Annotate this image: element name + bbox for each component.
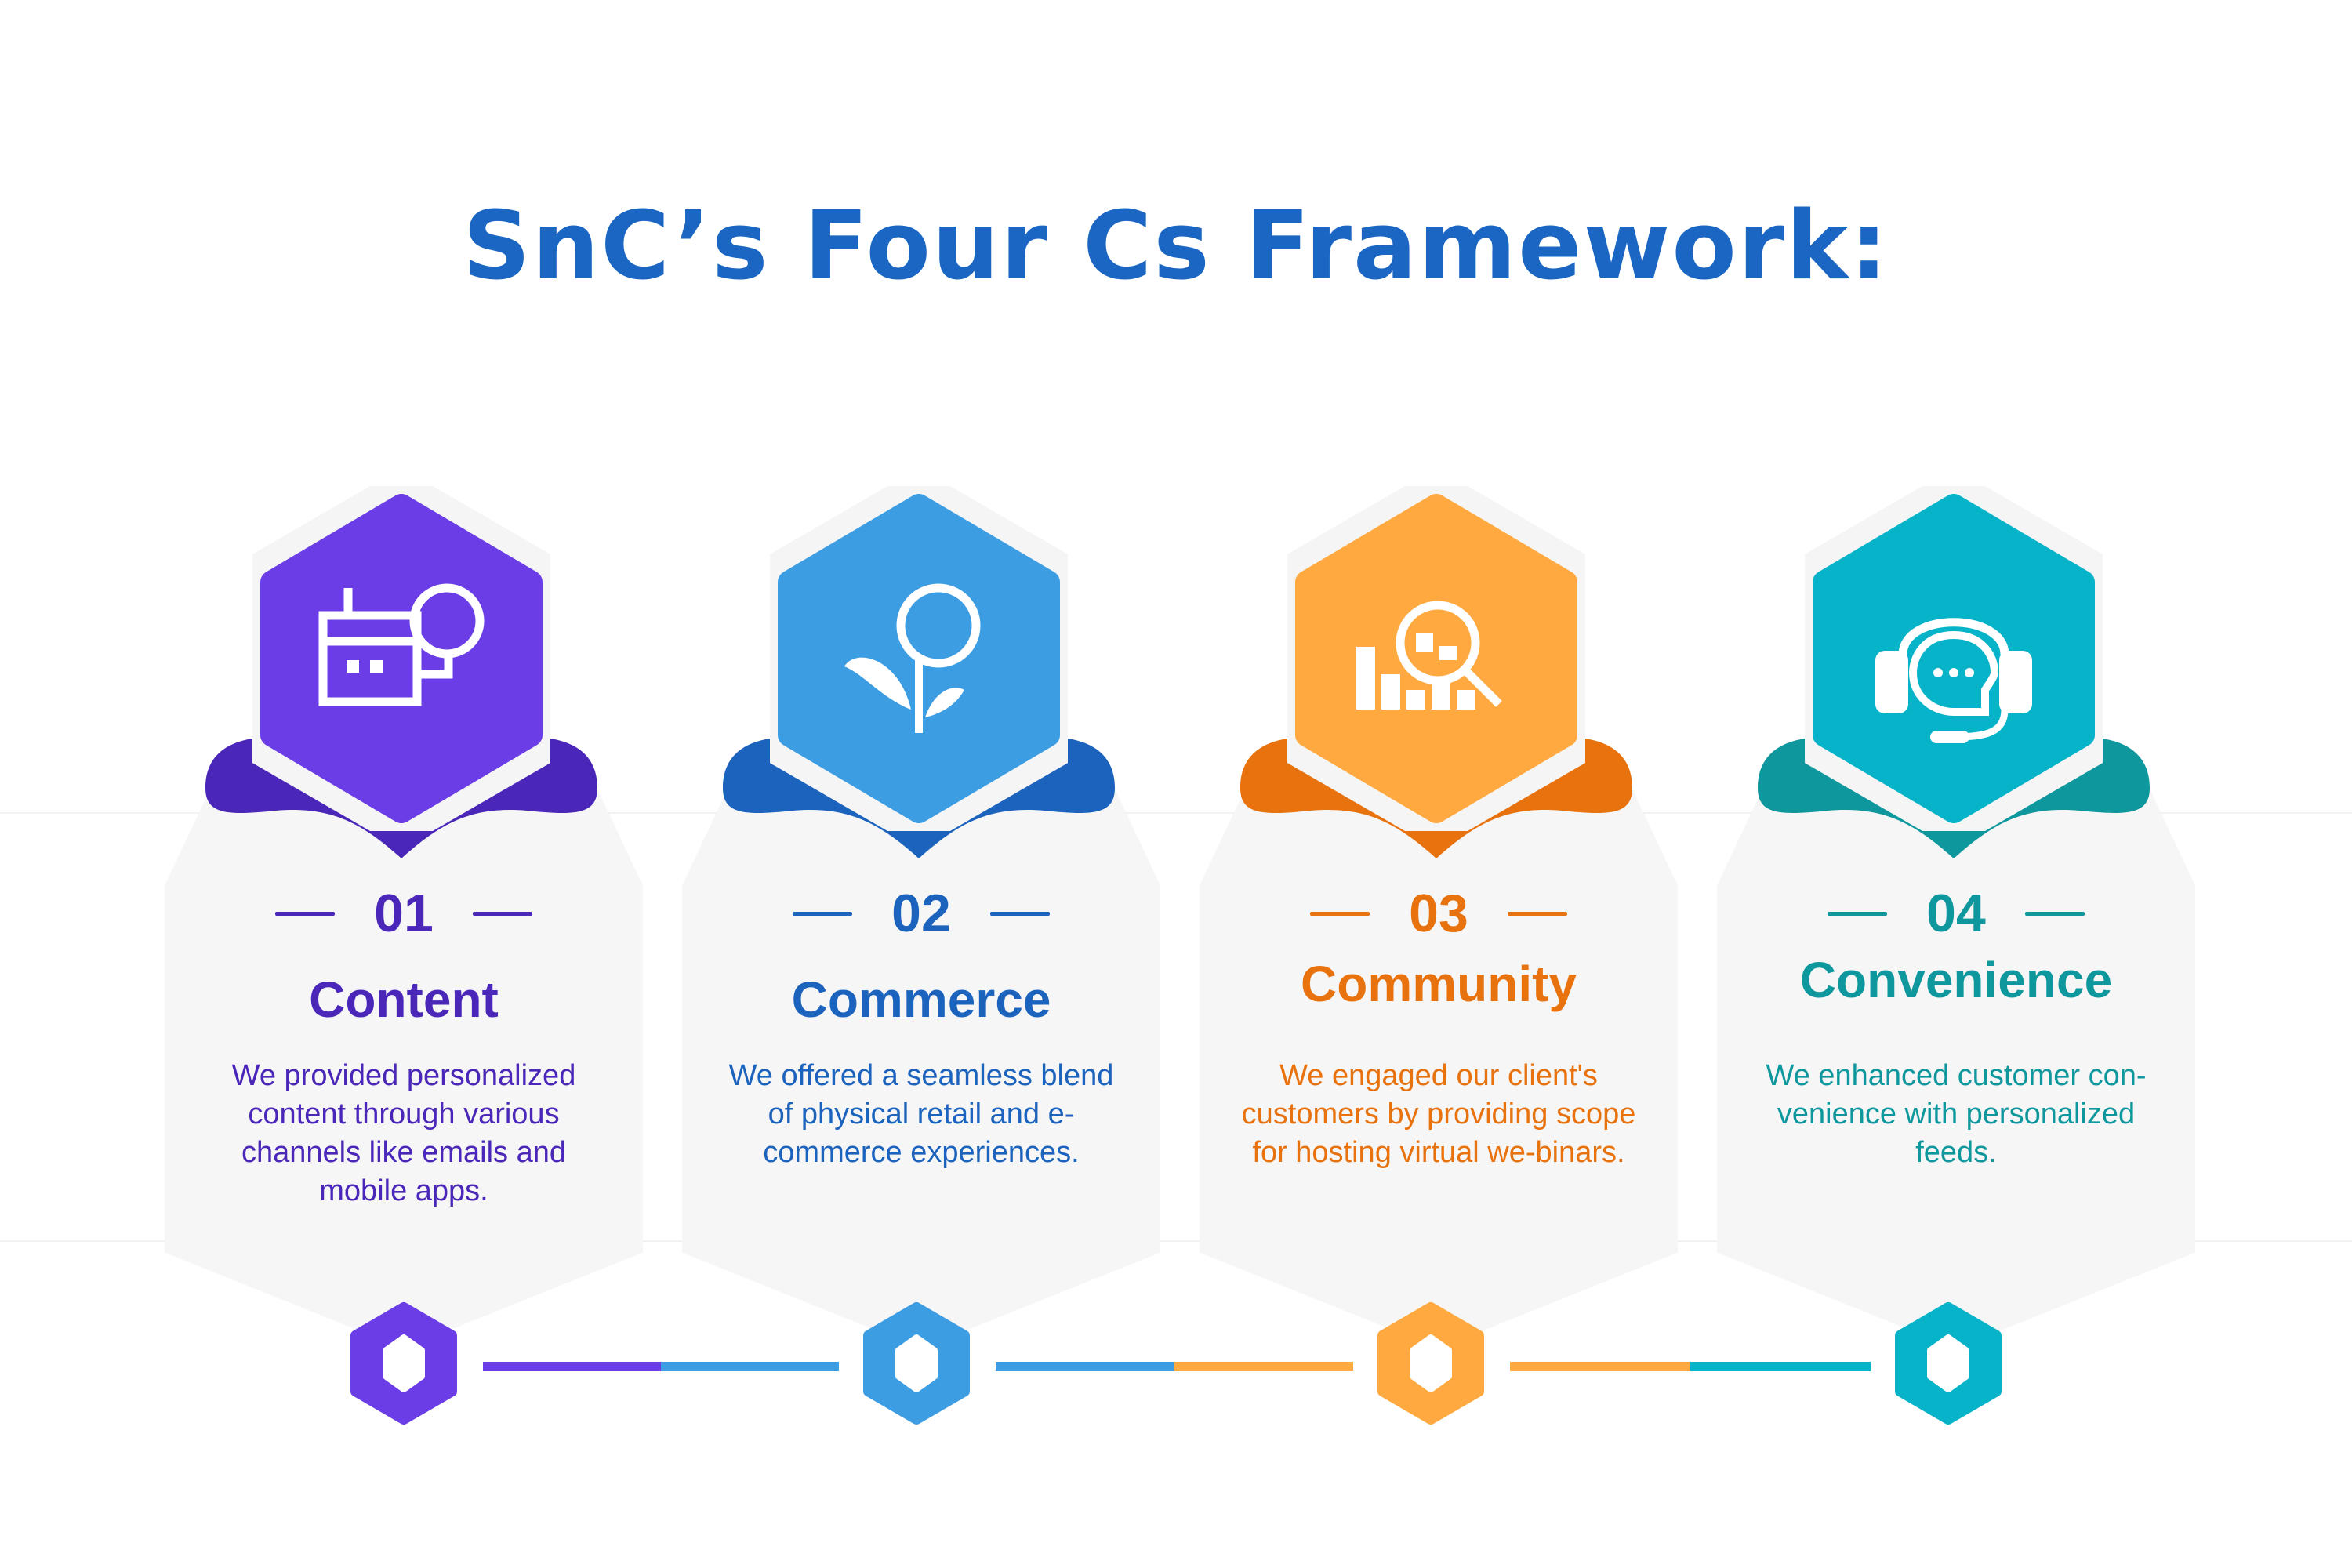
- card-background: [1200, 784, 1678, 1348]
- dash-right: [989, 911, 1050, 916]
- number-row: 03: [1200, 878, 1678, 949]
- card-background: [682, 784, 1160, 1348]
- dash-right: [2024, 911, 2085, 916]
- sprout-icon: [844, 583, 981, 733]
- headset-chat-icon: [1875, 618, 2032, 743]
- dash-left: [1828, 911, 1888, 916]
- pillar-heading: Content: [309, 971, 499, 1028]
- timeline-connector: [1174, 1362, 1353, 1371]
- timeline-connector: [1510, 1362, 1690, 1371]
- pillar-number: 03: [1409, 884, 1468, 943]
- number-row: 02: [682, 878, 1160, 949]
- dash-right: [472, 911, 532, 916]
- card-background: [165, 784, 643, 1348]
- pillar-heading: Convenience: [1799, 952, 2113, 1008]
- background-guide-line: [0, 1240, 2352, 1242]
- pillar-heading: Community: [1301, 956, 1577, 1012]
- hexagon-badge: [252, 486, 550, 831]
- number-row: 04: [1717, 878, 2195, 949]
- pillar-number: 02: [891, 884, 951, 943]
- timeline-connector: [661, 1362, 839, 1371]
- timeline-node-02: [863, 1302, 970, 1425]
- pillar-description: We engaged our client's customers by pro…: [1241, 1059, 1636, 1169]
- dash-left: [1310, 911, 1370, 916]
- page-title: SnC’s Four Cs Framework:: [463, 192, 1889, 301]
- background-guide-line: [0, 812, 2352, 814]
- hexagon-badge: [1805, 486, 2103, 831]
- calendar-search-icon: [318, 583, 485, 706]
- timeline-connector: [1690, 1362, 1871, 1371]
- chart-magnifier-icon: [1356, 601, 1502, 710]
- hexagon-badge: [1287, 486, 1585, 831]
- pillar-heading: Commerce: [791, 971, 1051, 1028]
- timeline-connector: [483, 1362, 661, 1371]
- dash-left: [793, 911, 853, 916]
- card-background: [1717, 784, 2195, 1348]
- pillar-number: 04: [1926, 884, 1986, 943]
- pillar-description: We enhanced customer con-venience with p…: [1766, 1059, 2147, 1169]
- dash-right: [1507, 911, 1567, 916]
- timeline-connector: [996, 1362, 1174, 1371]
- pillar-number: 01: [374, 884, 434, 943]
- timeline-node-01: [350, 1302, 457, 1425]
- pillar-description: We offered a seamless blend of physical …: [728, 1059, 1114, 1169]
- timeline-node-04: [1895, 1302, 2002, 1425]
- number-row: 01: [165, 878, 643, 949]
- pillar-description: We provided personalized content through…: [231, 1059, 576, 1207]
- dash-left: [275, 911, 336, 916]
- timeline-node-03: [1377, 1302, 1484, 1425]
